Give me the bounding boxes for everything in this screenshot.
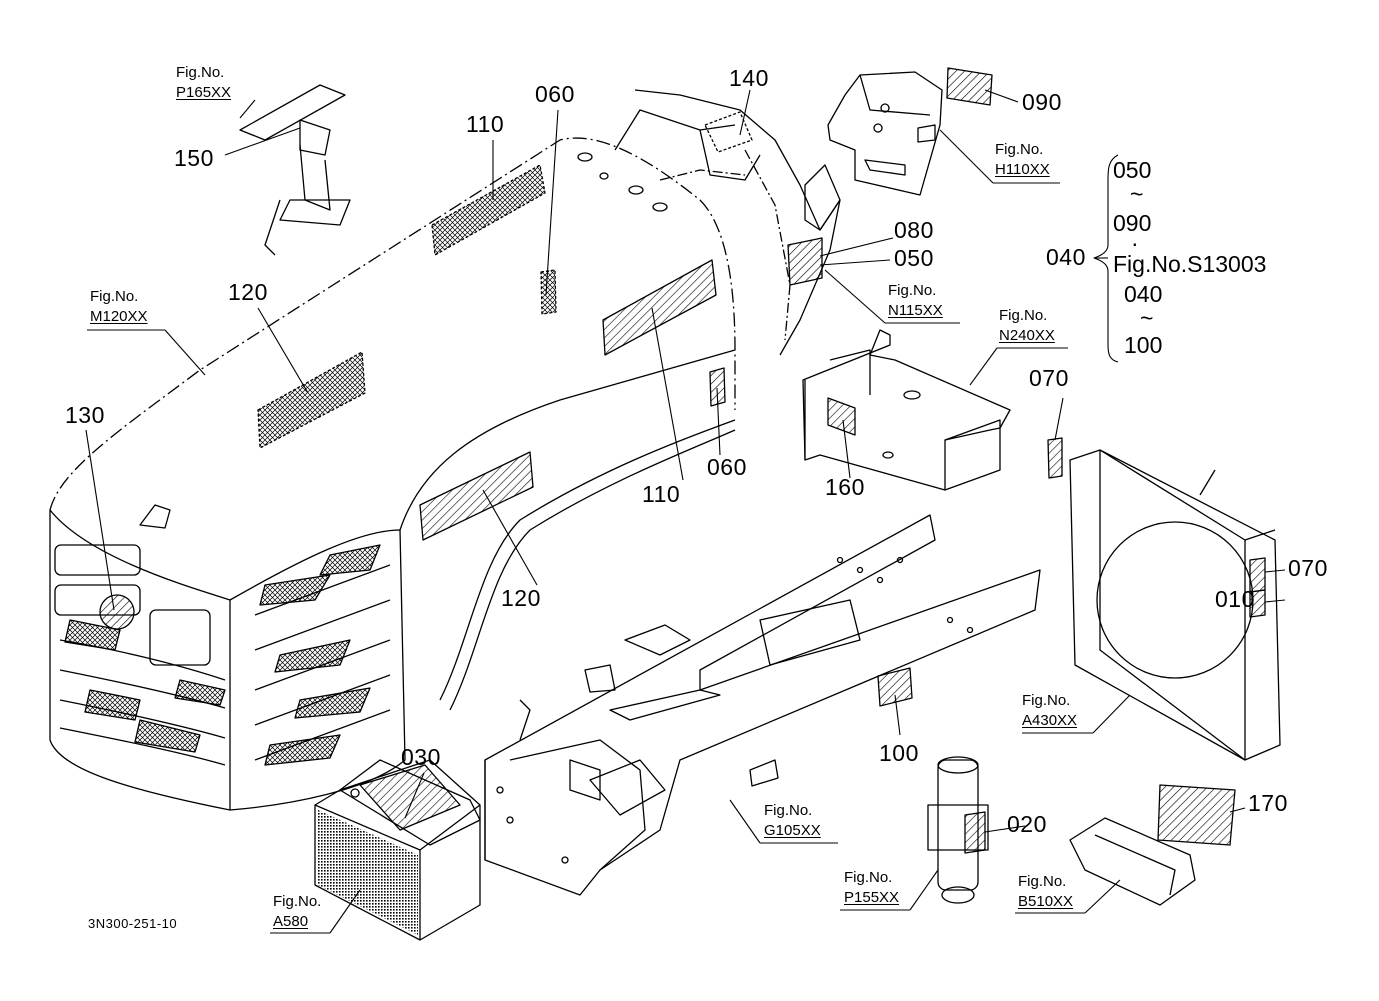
part-label-120: 120 (228, 279, 268, 305)
part-label-140: 140 (729, 65, 769, 91)
fig-ref-m120: Fig.No. M120XX (90, 287, 148, 327)
fig-ref-prefix: Fig.No. (764, 802, 813, 819)
part-label-120-side: 120 (501, 585, 541, 611)
radiator-shroud-a430 (1047, 437, 1281, 761)
part-label-150: 150 (174, 145, 214, 171)
fig-ref-code: N115XX (888, 302, 943, 319)
leader-lines (85, 89, 1286, 934)
sensor-p155 (927, 756, 989, 904)
fig-ref-p165: Fig.No. P165XX (176, 63, 231, 103)
fig-ref-g105: Fig.No. G105XX (764, 801, 821, 841)
fig-ref-code: A580 (273, 913, 309, 930)
part-label-070: 070 (1029, 365, 1069, 391)
set-range2-tilde: ~ (1140, 305, 1154, 331)
set-dot: · (1131, 230, 1139, 256)
part-label-100: 100 (879, 740, 919, 766)
part-label-080: 080 (894, 217, 934, 243)
fig-ref-prefix: Fig.No. (844, 869, 893, 886)
fig-ref-n240: Fig.No. N240XX (999, 306, 1055, 346)
set-fig-ref: Fig.No.S13003 (1113, 251, 1267, 277)
set-range2-from: 040 (1124, 281, 1163, 307)
fig-ref-code: P165XX (176, 84, 232, 101)
set-range1-to: 090 (1113, 210, 1152, 236)
fig-ref-b510: Fig.No. B510XX (1018, 872, 1073, 912)
part-label-090: 090 (1022, 89, 1062, 115)
bracket-150 (239, 84, 351, 256)
fig-ref-prefix: Fig.No. (995, 141, 1044, 158)
part-label-030: 030 (401, 744, 441, 770)
fig-ref-prefix: Fig.No. (90, 288, 139, 305)
fig-ref-code: M120XX (90, 308, 148, 325)
bracket-n240 (802, 329, 1011, 491)
console-cover-h110 (827, 67, 993, 196)
fig-ref-prefix: Fig.No. (1018, 873, 1067, 890)
fig-ref-code: A430XX (1022, 712, 1078, 729)
part-label-170: 170 (1248, 790, 1288, 816)
part-label-110: 110 (466, 111, 505, 137)
dash-cover-140 (614, 89, 841, 356)
fig-ref-code: P155XX (844, 889, 900, 906)
part-label-070-shroud: 070 (1288, 555, 1328, 581)
fig-ref-h110: Fig.No. H110XX (995, 140, 1050, 180)
fig-ref-prefix: Fig.No. (273, 893, 322, 910)
connector-b510 (1069, 784, 1236, 906)
part-label-110-side: 110 (642, 481, 681, 507)
part-label-130: 130 (65, 402, 105, 428)
frame-g105 (484, 514, 1041, 896)
fig-ref-p155: Fig.No. P155XX (844, 868, 899, 908)
hood-assembly (49, 137, 736, 811)
fig-ref-prefix: Fig.No. (888, 282, 937, 299)
battery-a580 (314, 759, 481, 941)
set-range1-tilde: ~ (1130, 181, 1144, 207)
part-label-010: 010 (1215, 586, 1255, 612)
fig-ref-prefix: Fig.No. (176, 64, 225, 81)
fig-ref-code: H110XX (995, 161, 1050, 178)
part-label-050: 050 (894, 245, 934, 271)
part-label-020: 020 (1007, 811, 1047, 837)
part-label-060-lower: 060 (707, 454, 747, 480)
fig-ref-code: N240XX (999, 327, 1055, 344)
part-label-060: 060 (535, 81, 575, 107)
fig-ref-code: G105XX (764, 822, 821, 839)
fig-ref-a580: Fig.No. A580 (273, 892, 321, 932)
part-label-160: 160 (825, 474, 865, 500)
fig-ref-prefix: Fig.No. (1022, 692, 1071, 709)
part-label-040: 040 (1046, 244, 1086, 270)
set-range2-to: 100 (1124, 332, 1163, 358)
drawing-number: 3N300-251-10 (88, 916, 178, 931)
fig-ref-prefix: Fig.No. (999, 307, 1048, 324)
fig-ref-a430: Fig.No. A430XX (1022, 691, 1077, 731)
fig-ref-n115: Fig.No. N115XX (888, 281, 943, 321)
set-range1-from: 050 (1113, 157, 1152, 183)
fig-ref-code: B510XX (1018, 893, 1074, 910)
